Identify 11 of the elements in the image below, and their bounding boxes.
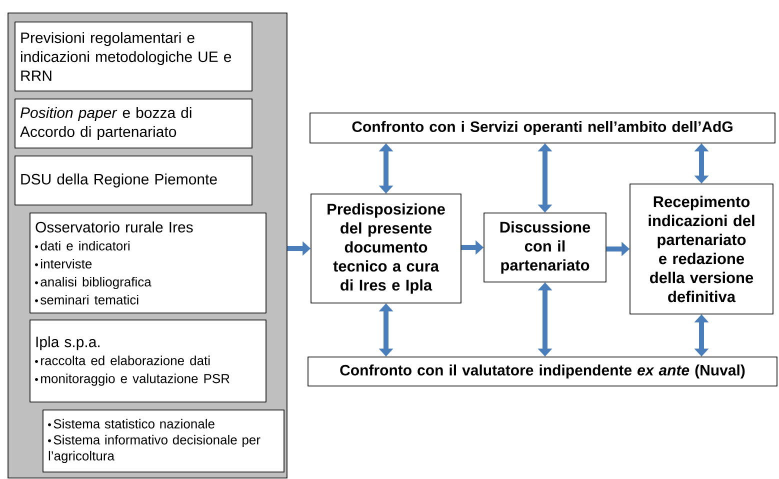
process-box: Discussione con il partenariato <box>484 212 606 282</box>
consultation-band: Confronto con il valutatore indipendente ex ante (Nuval) <box>308 356 778 386</box>
consultation-band: Confronto con i Servizi operanti nell’ambito dell’AdG <box>310 112 776 144</box>
source-box: Position paper e bozza di Accordo di partenariato <box>14 98 252 148</box>
source-box: DSU della Regione Piemonte <box>14 156 252 206</box>
source-box: Osservatorio rurale Ires dati e indicatori interviste analisi bibliografica seminari tematici <box>30 212 266 314</box>
process-box: Predisposizione del presente documento tecnico a cura di Ires e Ipla <box>310 194 462 304</box>
source-box: Sistema statistico nazionale Sistema informativo decisionale per l’agricoltura <box>42 410 284 472</box>
process-box: Recepimento indicazioni del partenariato e redazione della versione definitiva <box>630 184 774 314</box>
source-box: Previsioni regolamentari e indicazioni metodologiche UE e RRN <box>14 22 252 92</box>
source-box: Ipla s.p.a. raccolta ed elaborazione dati monitoraggio e valutazione PSR <box>30 320 266 402</box>
